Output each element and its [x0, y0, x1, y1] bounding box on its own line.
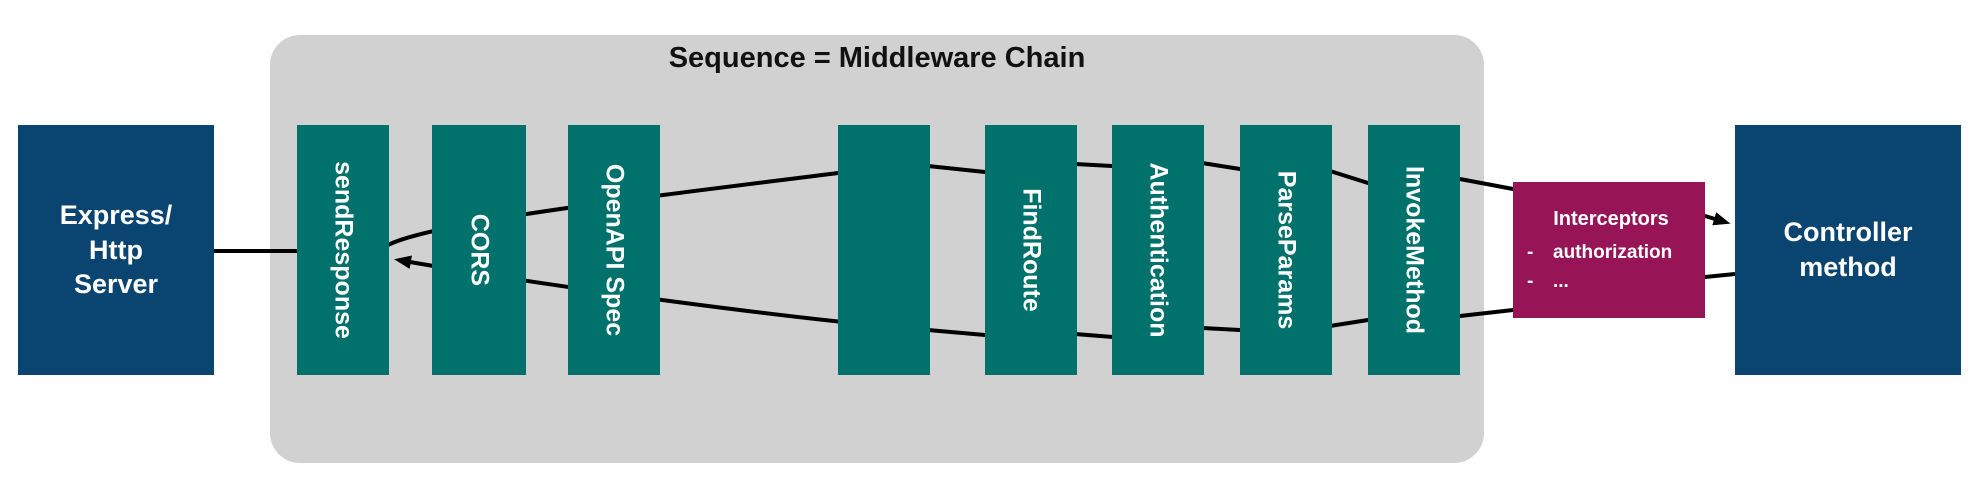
middleware-authentication: Authentication: [1112, 125, 1204, 375]
middleware-invokemethod-label: InvokeMethod: [1400, 165, 1429, 335]
controller-method-node: Controller method: [1735, 125, 1961, 375]
middleware-sendresponse: sendResponse: [297, 125, 389, 375]
express-http-server-node: Express/ Http Server: [18, 125, 214, 375]
interceptors-item-ellipsis: - ...: [1527, 267, 1695, 296]
middleware-openapi-spec: OpenAPI Spec: [568, 125, 660, 375]
interceptors-item-authorization: - authorization: [1527, 238, 1695, 267]
sequence-title: Sequence = Middleware Chain: [668, 42, 1086, 74]
interceptors-title: Interceptors: [1553, 208, 1669, 230]
bullet-dash: -: [1527, 242, 1534, 263]
interceptors-item-authorization-label: authorization: [1553, 242, 1673, 263]
middleware-cors: CORS: [432, 125, 526, 375]
middleware-sendresponse-label: sendResponse: [329, 161, 358, 339]
middleware-findroute-label: FindRoute: [1017, 188, 1046, 312]
middleware-findroute: FindRoute: [985, 125, 1077, 375]
interceptors-node: Interceptors - authorization - ...: [1513, 182, 1705, 318]
middleware-invokemethod: InvokeMethod: [1368, 125, 1460, 375]
interceptors-item-ellipsis-label: ...: [1553, 271, 1569, 293]
bullet-dash: -: [1527, 271, 1534, 293]
middleware-openapi-spec-label: OpenAPI Spec: [600, 163, 629, 337]
express-http-server-label: Express/ Http Server: [59, 200, 173, 300]
middleware-unlabeled: [838, 125, 930, 375]
middleware-cors-label: CORS: [465, 213, 494, 287]
middleware-parseparams: ParseParams: [1240, 125, 1332, 375]
middleware-authentication-label: Authentication: [1144, 162, 1173, 338]
middleware-parseparams-label: ParseParams: [1272, 170, 1301, 330]
controller-method-label: Controller method: [1783, 217, 1913, 282]
